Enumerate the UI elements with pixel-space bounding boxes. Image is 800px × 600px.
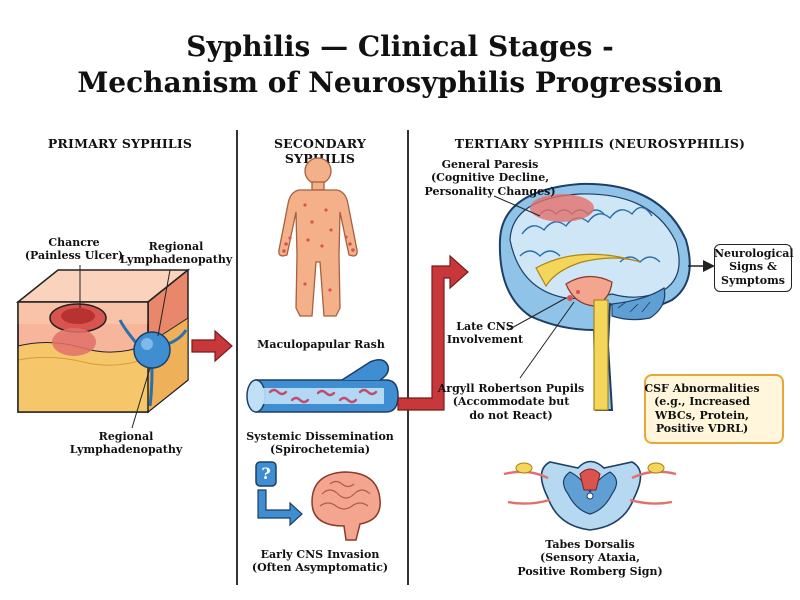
spinal-cord-icon [503, 460, 677, 531]
csf-box [644, 374, 784, 444]
chancre-ulcer-icon [49, 303, 107, 356]
label-tabes-dorsalis: Tabes Dorsalis(Sensory Ataxia,Positive R… [517, 538, 663, 578]
blood-vessel-icon [246, 359, 399, 413]
lymph-node-icon [118, 319, 188, 407]
lymph-bottom-leader-line [131, 367, 151, 429]
divider-left [236, 130, 238, 585]
paresis-leader-line [493, 195, 541, 217]
late-cns-leader-line [507, 297, 567, 331]
label-chancre: Chancre(Painless Ulcer) [24, 236, 124, 263]
label-dissemination: Systemic Dissemination(Spirochetemia) [246, 430, 394, 457]
header-primary: PRIMARY SYPHILIS [47, 136, 193, 151]
question-bubble [255, 461, 277, 487]
header-tertiary: TERTIARY SYPHILIS (NEUROSYPHILIS) [454, 136, 746, 151]
title-line-2: Mechanism of Neurosyphilis Progression [77, 66, 723, 99]
neuro-signs-box [714, 244, 792, 292]
title-line-1: Syphilis — Clinical Stages - [186, 30, 614, 63]
label-early-cns: Early CNS Invasion(Often Asymptomatic) [251, 548, 389, 575]
arrow-to-early-cns [257, 489, 303, 527]
brain-small-icon [311, 471, 381, 541]
argyll-leader-line [519, 301, 575, 379]
divider-right [407, 130, 409, 585]
arrow-secondary-to-tertiary [397, 254, 469, 411]
question-mark: ? [261, 464, 271, 483]
brain-sagittal-icon [498, 182, 691, 411]
arrow-primary-to-secondary [191, 329, 233, 363]
rash-dots [282, 203, 355, 292]
label-rash: Maculopapular Rash [257, 338, 385, 351]
label-general-paresis: General Paresis(Cognitive Decline,Person… [424, 158, 556, 198]
human-body-rash-icon [278, 157, 358, 317]
lymph-top-leader-line [157, 269, 171, 337]
